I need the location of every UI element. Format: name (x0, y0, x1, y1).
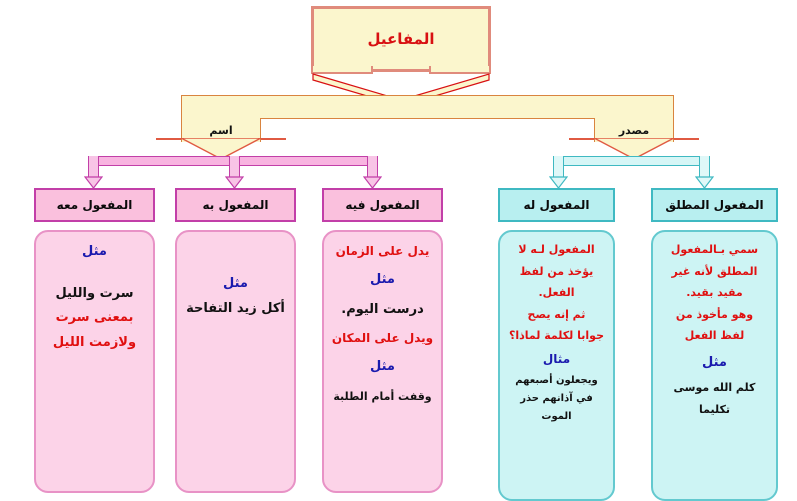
detail-line: مثل (82, 244, 107, 259)
detail-line: ويدل على المكان (331, 331, 434, 345)
detail-line: درست اليوم. (341, 301, 424, 317)
category-heading-text: المفعول به (202, 198, 269, 212)
detail-line: يؤخذ من لفظ (519, 264, 594, 278)
root-title-box: المفاعيل (311, 6, 491, 72)
category-header-maful-mutlaq[interactable]: المفعول المطلق (651, 188, 778, 222)
cyan-stem-2 (699, 156, 710, 178)
detail-line: بمعنى سرت (55, 310, 134, 325)
pink-stem-3 (367, 156, 378, 178)
branch-arrowhead-masdar (569, 138, 699, 160)
detail-line: ويجعلون أصبعهم (515, 374, 598, 386)
detail-line: تكليما (698, 402, 730, 416)
category-heading-text: المفعول له (523, 198, 590, 212)
cyan-arrow-tip-2 (695, 176, 714, 189)
pink-arrow-tip-1 (84, 176, 103, 189)
detail-line: وهو مأخوذ من (675, 307, 754, 321)
page-title: المفاعيل (367, 30, 435, 48)
cyan-arrow-tip-1 (549, 176, 568, 189)
category-header-maful-bihi[interactable]: المفعول به (175, 188, 296, 222)
detail-line: سمي بـالمفعول (670, 243, 759, 256)
detail-line: مقيد بقيد. (686, 286, 743, 299)
category-heading-text: المفعول فيه (345, 198, 420, 212)
detail-line: أكل زيد التفاحة (186, 300, 285, 316)
category-header-maful-fihi[interactable]: المفعول فيه (322, 188, 443, 222)
pink-stem-2 (229, 156, 240, 178)
detail-line: سرت والليل (55, 285, 134, 301)
detail-line: جوابا لكلمة لماذا؟ (508, 329, 604, 342)
detail-line: مثل (702, 354, 727, 370)
pink-arrow-tip-3 (363, 176, 382, 189)
detail-line: يدل على الزمان (335, 244, 430, 258)
branch-label-ism: اسم (209, 123, 233, 137)
detail-line: المطلق لأنه غير (671, 264, 758, 278)
category-body-maful-lahu: المفعول لـه لا يؤخذ من لفظ الفعل. ثم إنه… (498, 230, 615, 501)
detail-line: لفظ الفعل (684, 329, 745, 342)
cyan-stem-1 (553, 156, 564, 178)
detail-line: مثل (223, 276, 248, 291)
category-body-maful-fihi: يدل على الزمان مثل درست اليوم. ويدل على … (322, 230, 443, 493)
detail-line: ثم إنه يصح (527, 307, 586, 321)
branch-arrowhead-ism (156, 138, 286, 160)
detail-line: ولازمت الليل (52, 334, 137, 350)
detail-line: مثل (370, 272, 395, 287)
category-body-maful-mutlaq: سمي بـالمفعول المطلق لأنه غير مقيد بقيد.… (651, 230, 778, 501)
pink-arrow-tip-2 (225, 176, 244, 189)
detail-line: مثال (542, 351, 571, 366)
detail-line: الموت (541, 410, 572, 422)
category-heading-text: المفعول معه (56, 198, 133, 212)
detail-line: مثل (370, 359, 395, 374)
level2-bar (181, 95, 674, 119)
root-chevron-icon (312, 73, 490, 100)
branch-label-masdar: مصدر (618, 123, 650, 137)
cyan-rail (553, 156, 710, 166)
pink-stem-1 (88, 156, 99, 178)
detail-line: كلم الله موسى (673, 381, 756, 394)
category-heading-text: المفعول المطلق (665, 198, 764, 212)
detail-line: الفعل. (538, 286, 575, 299)
detail-line: المفعول لـه لا (518, 243, 595, 256)
root-notch-left (311, 66, 373, 74)
category-header-maful-lahu[interactable]: المفعول له (498, 188, 615, 222)
detail-line: وقفت أمام الطلبة (333, 389, 432, 403)
category-body-maful-maah: مثل سرت والليل بمعنى سرت ولازمت الليل (34, 230, 155, 493)
root-notch-right (429, 66, 491, 74)
category-header-maful-maah[interactable]: المفعول معه (34, 188, 155, 222)
detail-line: في آذانهم حذر (520, 392, 593, 404)
category-body-maful-bihi: مثل أكل زيد التفاحة (175, 230, 296, 493)
